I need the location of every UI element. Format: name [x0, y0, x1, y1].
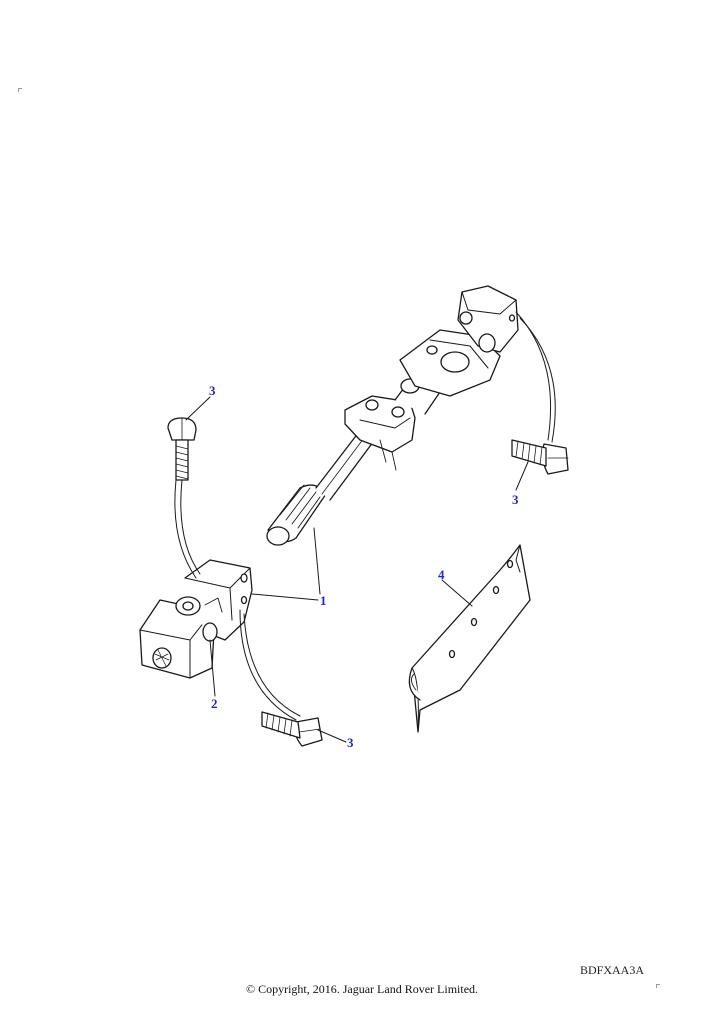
gaiter-seal [408, 544, 531, 733]
copyright-notice: © Copyright, 2016. Jaguar Land Rover Lim… [245, 982, 479, 996]
bolt-top-left [167, 417, 197, 481]
leader-2 [209, 639, 216, 697]
lower-universal-joint [139, 559, 253, 679]
bolt-bottom [261, 711, 323, 747]
callout-2[interactable]: 2 [211, 696, 218, 711]
leader-3-bottom [317, 729, 347, 743]
upper-yoke [457, 285, 519, 353]
leader-1-to-shaft [313, 527, 321, 595]
callout-4[interactable]: 4 [438, 567, 445, 582]
leader-lines [185, 396, 529, 743]
callout-1[interactable]: 1 [320, 593, 327, 608]
callout-3-bottom[interactable]: 3 [347, 735, 354, 750]
leader-4 [441, 579, 473, 607]
bolt-right [511, 439, 569, 475]
shaft-end-face [266, 526, 290, 546]
leader-3-right [515, 461, 529, 491]
leader-1-to-joint [251, 593, 319, 601]
crop-mark-top-left [18, 88, 22, 92]
illustration-reference-code: BDFXAA3A [580, 963, 645, 977]
callout-3-top-left[interactable]: 3 [209, 383, 216, 398]
steering-shaft-assembly [266, 285, 519, 546]
crop-mark-bottom-right [656, 984, 660, 988]
callout-3-right[interactable]: 3 [512, 492, 519, 507]
leader-3-top-left [185, 396, 211, 421]
assembly-lines [174, 311, 556, 721]
